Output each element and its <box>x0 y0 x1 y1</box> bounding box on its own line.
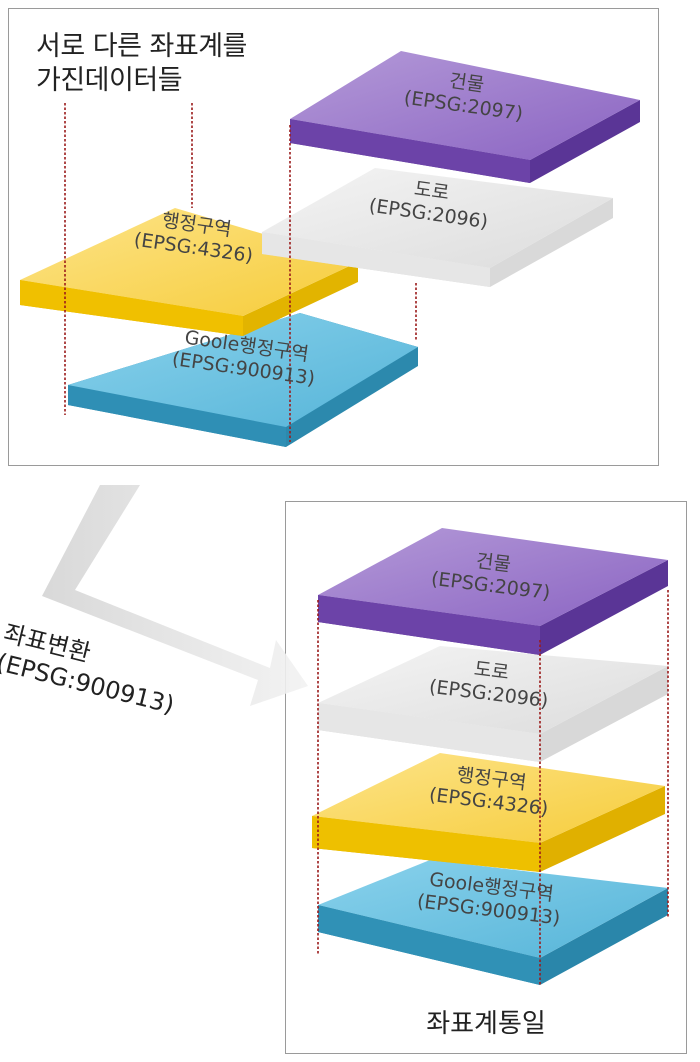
caption: 좌표계통일 <box>426 1009 546 1039</box>
admin-slab-top <box>20 208 358 336</box>
intro-line-1: 서로 다른 좌표계를 <box>36 31 247 62</box>
google-admin-slab-bottom <box>318 860 668 985</box>
building-slab-top <box>290 51 640 183</box>
guide-lines-top <box>64 103 417 442</box>
intro-text: 서로 다른 좌표계를 가진데이터들 <box>36 30 247 98</box>
guide-lines-bottom <box>317 590 669 985</box>
transform-arrow <box>42 485 308 706</box>
building-slab-bottom <box>318 528 668 655</box>
intro-line-2: 가진데이터들 <box>36 65 183 96</box>
google-admin-slab-top <box>68 313 418 447</box>
admin-slab-bottom <box>312 753 665 872</box>
road-slab-top <box>262 168 613 287</box>
road-slab-bottom <box>318 646 668 762</box>
